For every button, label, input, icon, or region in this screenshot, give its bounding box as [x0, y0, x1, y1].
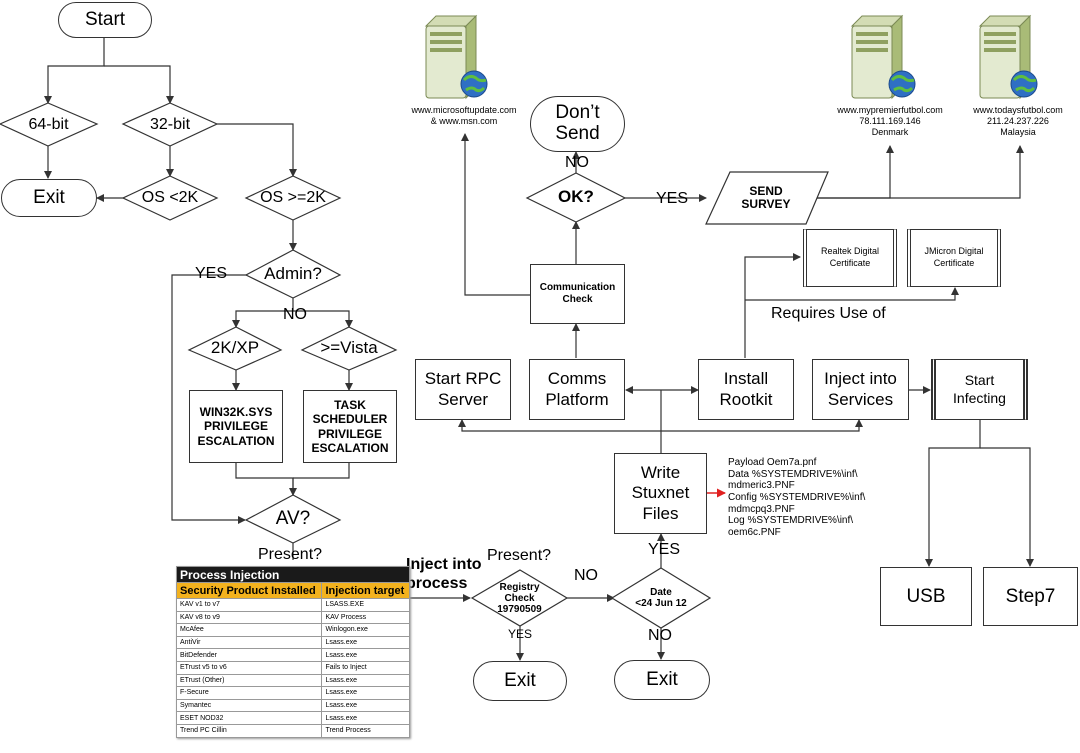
server-mypremierfutbol-line-3: Denmark [871, 126, 909, 137]
label-inject-into-process: Inject into process [406, 556, 482, 593]
security-product-cell: KAV v8 to v9 [175, 610, 323, 625]
injection-target-cell: LSASS.EXE [321, 598, 410, 612]
decision-os-ge-2k: OS >=2K [260, 189, 326, 207]
injection-target-cell: Lsass.exe [321, 711, 410, 725]
security-product-cell: KAV v1 to v7 [175, 598, 323, 612]
label-yes-admin: YES [195, 265, 228, 282]
exit-registry-terminal: Exit [473, 661, 567, 701]
decision-32bit: 32-bit [149, 115, 191, 133]
server-todaysfutbol-line-2: 211.24.237.226 [987, 115, 1049, 126]
security-product-cell: BitDefender [175, 648, 323, 662]
security-product-cell: ESET NOD32 [175, 711, 323, 725]
step7-box: Step7 [983, 567, 1078, 626]
label-present-registry: Present? [487, 547, 552, 564]
label-yes-date: YES [648, 541, 681, 558]
security-product-cell: McAfee [175, 623, 323, 637]
start-rpc-server-box: Start RPC Server [415, 359, 511, 420]
send-survey-label: SEND SURVEY [741, 183, 791, 211]
server-microsoft-line-2: & www.msn.com [430, 115, 498, 126]
decision-2k-xp: 2K/XP [210, 338, 260, 358]
label-yes-registry: YES [508, 627, 533, 641]
comms-platform-box: Comms Platform [529, 359, 625, 420]
injection-target-cell: Fails to Inject [321, 660, 410, 675]
dont-send-terminal: Don’t Send [530, 96, 625, 152]
injection-target-cell: KAV Process [321, 610, 410, 625]
server-microsoft-line-1: www.microsoftupdate.com [411, 105, 517, 115]
label-yes-ok: YES [656, 190, 689, 207]
security-product-cell: ETrust v5 to v6 [175, 660, 323, 675]
label-requires-use-of: Requires Use of [771, 305, 886, 322]
table-title: Process Injection [176, 566, 410, 583]
decision-admin: Admin? [264, 263, 322, 283]
label-no-registry: NO [574, 567, 598, 584]
label-no-ok: NO [565, 154, 589, 171]
injection-target-cell: Lsass.exe [321, 698, 410, 713]
send-survey-shape [705, 171, 829, 225]
column-header: Security Product Installed [175, 582, 323, 599]
server-mypremierfutbol: www.mypremierfutbol.com 78.111.169.146 D… [826, 6, 954, 137]
security-product-cell: Symantec [175, 698, 323, 713]
realtek-certificate-box: Realtek Digital Certificate [803, 229, 897, 287]
injection-target-cell: Lsass.exe [321, 686, 410, 700]
communication-check-box: Communication Check [530, 264, 625, 324]
injection-target-cell: Lsass.exe [321, 648, 410, 662]
install-rootkit-box: Install Rootkit [698, 359, 794, 420]
server-mypremierfutbol-line-1: www.mypremierfutbol.com [837, 105, 943, 115]
start-terminal: Start [58, 2, 152, 38]
decision-ok: OK? [558, 187, 594, 207]
server-icon [978, 14, 1038, 100]
label-no-date: NO [648, 627, 672, 644]
decision-64bit: 64-bit [28, 115, 69, 133]
injection-target-cell: Winlogon.exe [321, 623, 410, 637]
server-mypremierfutbol-line-2: 78.111.169.146 [859, 115, 921, 126]
task-scheduler-escalation-box: TASK SCHEDULER PRIVILEGE ESCALATION [303, 390, 397, 463]
server-icon [424, 14, 488, 100]
inject-into-services-box: Inject into Services [812, 359, 909, 420]
server-todaysfutbol-line-1: www.todaysfutbol.com [973, 105, 1063, 115]
write-stuxnet-files-box: Write Stuxnet Files [614, 453, 707, 534]
label-no-admin: NO [283, 306, 307, 323]
security-product-cell: ETrust (Other) [175, 673, 323, 688]
usb-box: USB [880, 567, 972, 626]
decision-shapes [0, 102, 712, 629]
server-microsoft: www.microsoftupdate.com & www.msn.com [402, 6, 526, 127]
server-icon [850, 14, 916, 100]
decision-os-lt-2k: OS <2K [141, 189, 199, 207]
start-infecting-box: Start Infecting [931, 359, 1028, 420]
injection-target-cell: Lsass.exe [321, 673, 410, 688]
injection-target-cell: Lsass.exe [321, 635, 410, 650]
server-todaysfutbol: www.todaysfutbol.com 211.24.237.226 Mala… [958, 6, 1078, 137]
decision-registry-check: Registry Check 19790509 [497, 581, 542, 615]
security-product-cell: AntiVir [175, 635, 323, 650]
label-present-av: Present? [258, 546, 323, 563]
win32k-escalation-box: WIN32K.SYS PRIVILEGE ESCALATION [189, 390, 283, 463]
table-row: ETrust (Other)Lsass.exe [175, 673, 410, 688]
decision-av: AV? [275, 507, 311, 529]
security-product-cell: Trend PC Cillin [175, 723, 323, 738]
decision-date: Date <24 Jun 12 [635, 587, 687, 609]
security-product-cell: F-Secure [175, 686, 323, 700]
payload-files-list: Payload Oem7a.pnf Data %SYSTEMDRIVE%\inf… [728, 457, 866, 539]
exit-terminal: Exit [1, 179, 97, 217]
jmicron-certificate-box: JMicron Digital Certificate [907, 229, 1001, 287]
exit-date-terminal: Exit [614, 660, 710, 700]
decision-vista: >=Vista [320, 338, 378, 358]
process-injection-table: Process Injection Security Product Insta… [175, 566, 410, 738]
server-todaysfutbol-line-3: Malaysia [1000, 126, 1036, 137]
column-header: Injection target [321, 582, 410, 599]
injection-target-cell: Trend Process [321, 723, 410, 738]
